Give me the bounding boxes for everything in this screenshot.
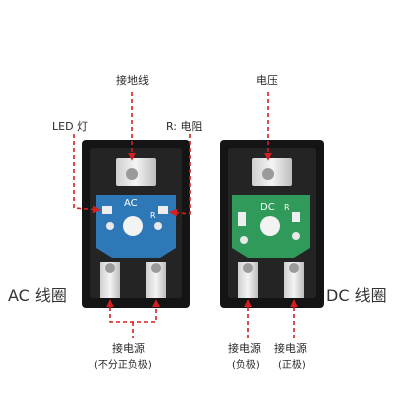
label-dc-power-neg-note: (负极) <box>232 360 260 371</box>
ac-board-mark: AC <box>124 198 138 209</box>
dc-voltage-screw <box>262 168 274 180</box>
ac-board-r-mark: R <box>150 211 156 220</box>
ac-led <box>102 206 112 214</box>
ac-solder-left <box>106 222 114 230</box>
label-dc-power-pos-note: (正极) <box>278 360 306 371</box>
label-dc-power-neg: 接电源 <box>228 342 261 355</box>
dc-led <box>238 212 246 226</box>
label-dc-coil: DC 线圈 <box>326 286 387 305</box>
ac-solder-right <box>154 222 162 230</box>
ac-terminal-right <box>146 262 166 298</box>
label-resistor: R: 电阻 <box>166 120 203 133</box>
arrow-led <box>73 134 101 214</box>
label-ac-coil: AC 线圈 <box>8 286 67 305</box>
dc-screw-left <box>243 263 253 273</box>
label-ac-power: 接电源 <box>112 342 145 355</box>
ac-relay: AC R <box>82 140 190 308</box>
arrow-resistor <box>169 134 191 217</box>
dc-terminal-right <box>284 262 304 298</box>
dc-solder-right <box>292 232 300 240</box>
label-voltage: 电压 <box>256 74 278 87</box>
dc-board-hole <box>260 216 280 236</box>
ac-resistor <box>158 206 168 214</box>
label-ground: 接地线 <box>116 74 149 87</box>
ac-ground-screw <box>126 168 138 180</box>
dc-board-r-mark: R <box>284 203 290 212</box>
label-led: LED 灯 <box>52 120 89 133</box>
ac-screw-right <box>151 263 161 273</box>
dc-resistor <box>292 212 300 222</box>
dc-board-mark: DC <box>260 202 275 213</box>
dc-terminal-left <box>238 262 258 298</box>
dc-solder-left <box>240 236 248 244</box>
label-ac-power-note: (不分正负极) <box>94 360 152 371</box>
ac-board-hole <box>123 216 143 236</box>
ac-terminal-left <box>100 262 120 298</box>
label-dc-power-pos: 接电源 <box>274 342 307 355</box>
annotation-arrows <box>73 92 298 338</box>
dc-screw-right <box>289 263 299 273</box>
dc-relay: DC R <box>220 140 324 308</box>
ac-screw-left <box>105 263 115 273</box>
